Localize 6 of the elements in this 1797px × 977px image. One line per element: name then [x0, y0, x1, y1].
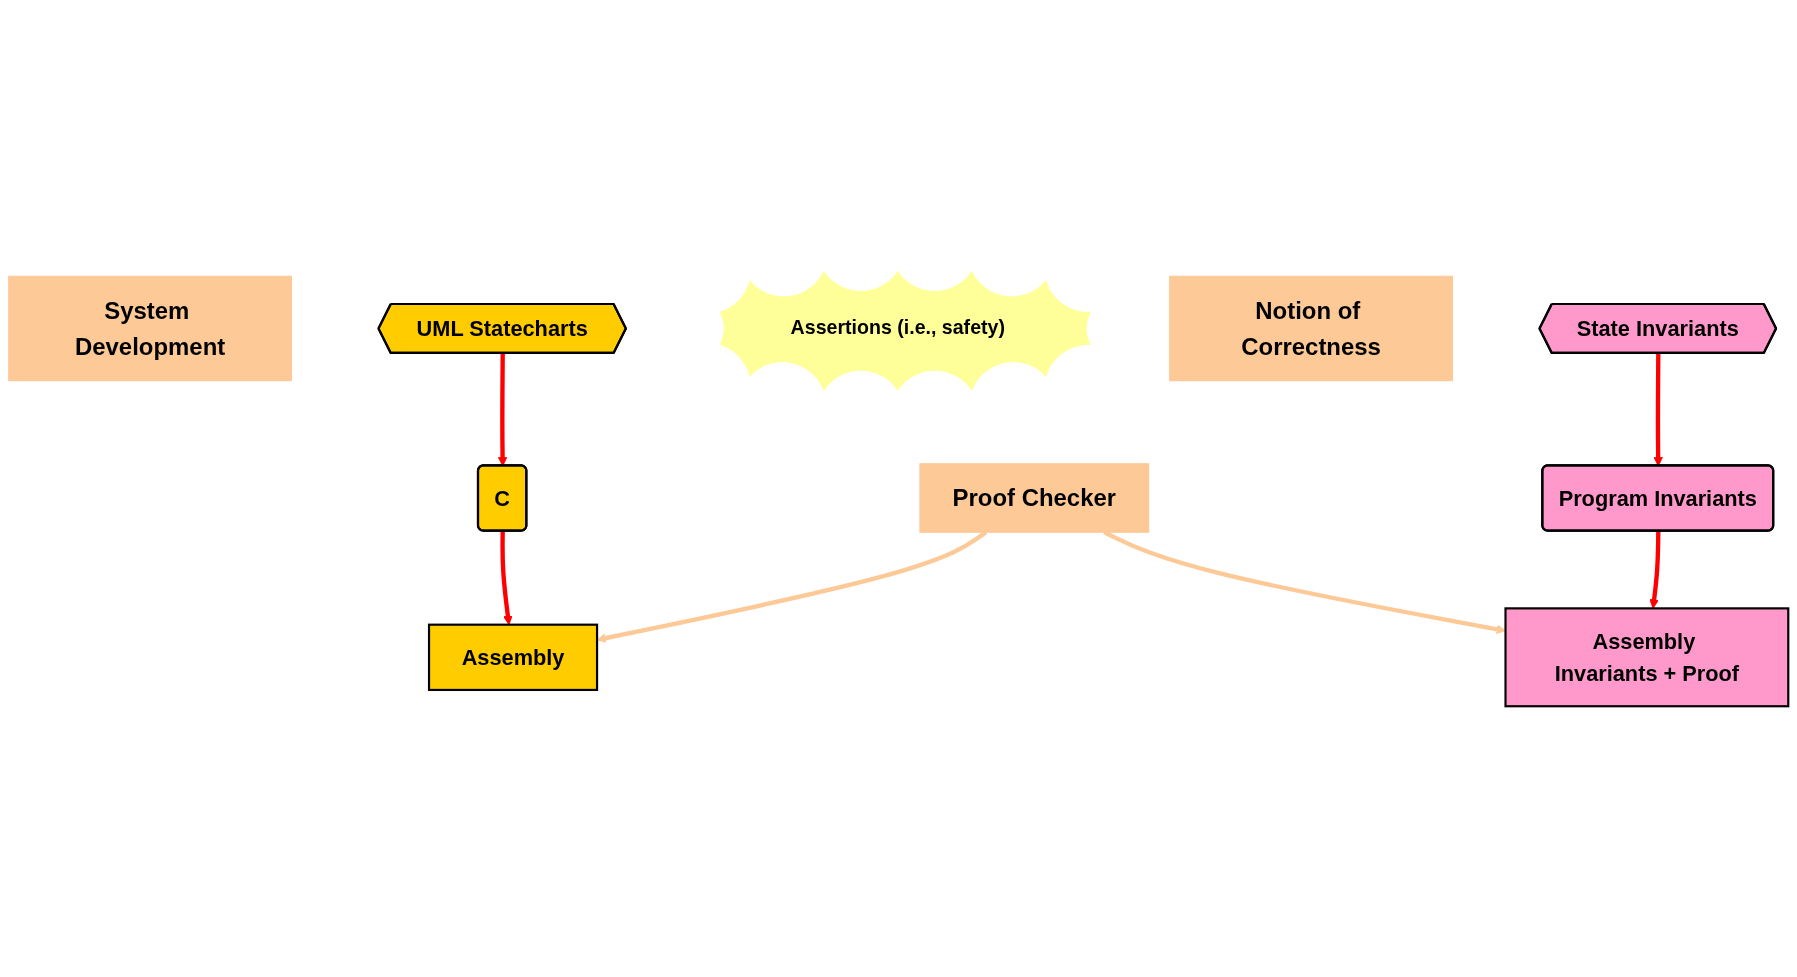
node-box: Notion of Correctness: [1169, 275, 1454, 381]
node-box: System Development: [8, 275, 293, 381]
node-box: Proof Checker: [919, 462, 1150, 533]
node-box: Assembly Invariants + Proof: [1504, 606, 1790, 707]
arrow: [500, 530, 513, 625]
node-box: Assembly: [427, 623, 599, 691]
